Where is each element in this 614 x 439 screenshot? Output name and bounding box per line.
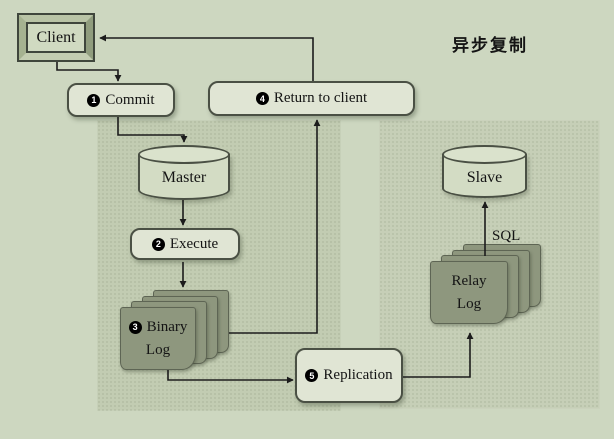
step-4-badge: 4 [255, 92, 269, 105]
replication-step-box: 5 Replication [295, 348, 403, 403]
binary-log-line2: Log [145, 341, 171, 358]
execute-label: Execute [169, 235, 219, 252]
relay-log-line2: Log [456, 295, 482, 312]
step-3-badge: 3 [128, 320, 142, 334]
arrow-client-to-commit [56, 62, 122, 82]
sql-thread-label: SQL [492, 228, 521, 244]
step-5-badge: 5 [305, 369, 319, 382]
relay-log-label: Relay Log [431, 262, 507, 323]
step-2-badge: 2 [151, 237, 165, 251]
log-page-icon: 3 Binary Log [120, 307, 196, 370]
database-cylinder-top [138, 145, 230, 164]
monitor-bezel [19, 15, 93, 60]
diagram-title: 异步复制 [452, 36, 528, 55]
commit-label: Commit [105, 91, 155, 108]
client-node: Client [17, 13, 95, 62]
commit-step-box: 1 Commit [67, 83, 175, 117]
slave-database: Slave [442, 145, 527, 198]
relay-log-node: Relay Log [430, 244, 541, 328]
replication-label: Replication [323, 367, 393, 383]
arrow-return-to-client [99, 34, 314, 81]
master-label: Master [161, 169, 207, 186]
slave-label: Slave [466, 169, 503, 186]
step-1-badge: 1 [87, 93, 101, 107]
client-label: Client [36, 28, 76, 46]
binary-log-node: 3 Binary Log [120, 290, 230, 373]
execute-step-box: 2 Execute [130, 228, 240, 260]
log-page-icon: Relay Log [430, 261, 508, 324]
relay-log-line1: Relay [451, 273, 487, 289]
client-label-screen: Client [26, 22, 86, 53]
binary-log-line1: Binary [146, 319, 188, 335]
return-to-client-label: Return to client [273, 90, 368, 106]
master-database: Master [138, 145, 230, 200]
database-cylinder-top [442, 145, 527, 164]
binary-log-label: 3 Binary Log [121, 308, 195, 369]
return-to-client-step-box: 4 Return to client [208, 81, 415, 116]
